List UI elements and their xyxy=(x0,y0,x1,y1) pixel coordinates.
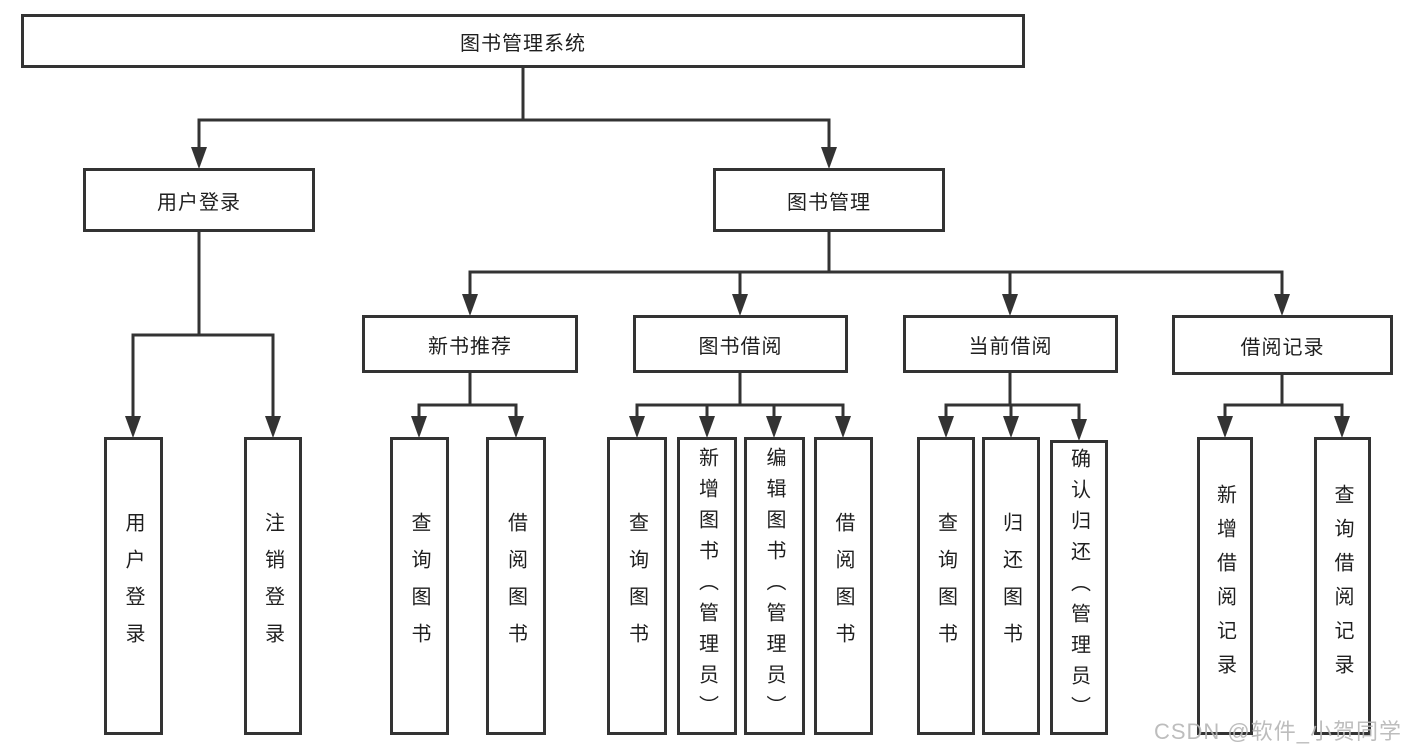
leaf-add-borrow-record: 新增借阅记录 xyxy=(1197,437,1253,735)
node-new-book-recommendation: 新书推荐 xyxy=(362,315,578,373)
node-user-login: 用户登录 xyxy=(83,168,315,232)
leaf-query-borrow-record: 查询借阅记录 xyxy=(1314,437,1371,735)
node-book-management: 图书管理 xyxy=(713,168,945,232)
leaf-query-books-borrowing: 查询图书 xyxy=(607,437,667,735)
leaf-add-book-admin: 新增图书（管理员） xyxy=(677,437,737,735)
node-current-borrowing: 当前借阅 xyxy=(903,315,1118,373)
leaf-edit-book-admin: 编辑图书（管理员） xyxy=(744,437,805,735)
node-library-management-system: 图书管理系统 xyxy=(21,14,1025,68)
leaf-return-books: 归还图书 xyxy=(982,437,1040,735)
leaf-query-books-current: 查询图书 xyxy=(917,437,975,735)
leaf-query-books-recommend: 查询图书 xyxy=(390,437,449,735)
node-borrowing-records: 借阅记录 xyxy=(1172,315,1393,375)
csdn-watermark: CSDN @软件_小贺同学 xyxy=(1153,719,1402,744)
leaf-borrow-books-borrowing: 借阅图书 xyxy=(814,437,873,735)
leaf-logout: 注销登录 xyxy=(244,437,302,735)
leaf-user-login: 用户登录 xyxy=(104,437,163,735)
leaf-confirm-return-admin: 确认归还（管理员） xyxy=(1050,440,1108,735)
leaf-borrow-books-recommend: 借阅图书 xyxy=(486,437,546,735)
node-book-borrowing: 图书借阅 xyxy=(633,315,848,373)
